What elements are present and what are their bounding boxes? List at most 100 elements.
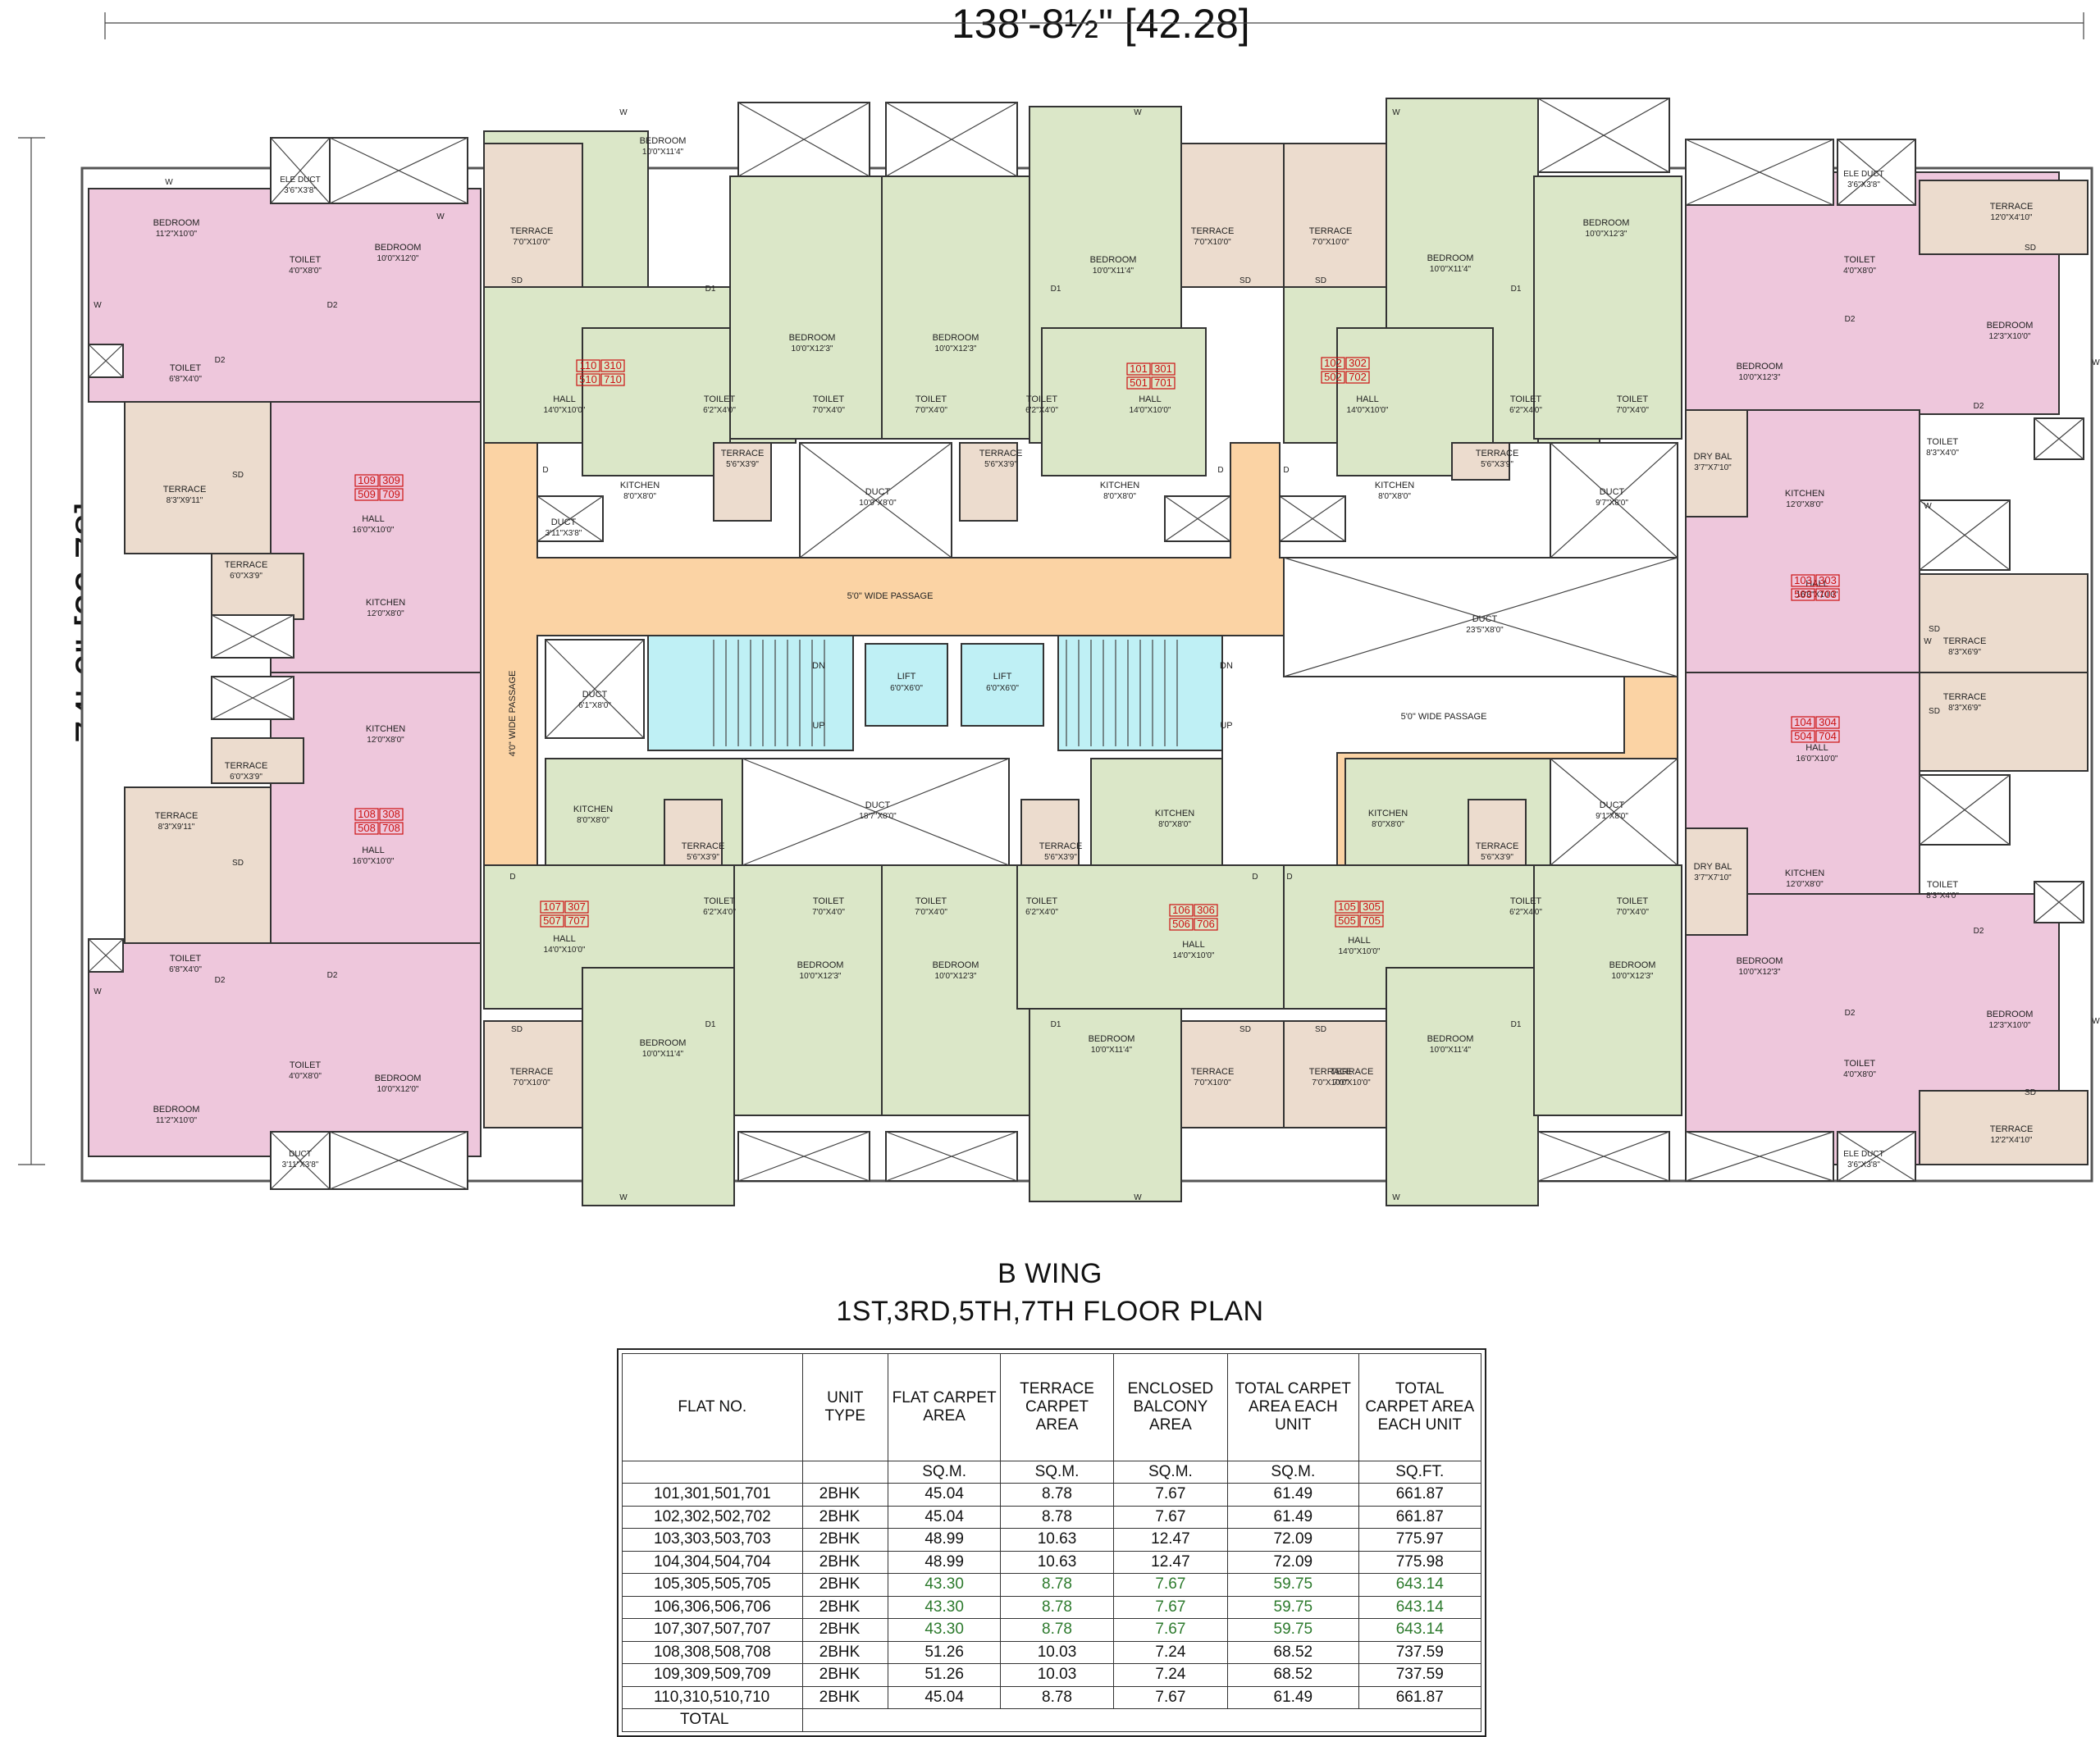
unit-number-label: 103 xyxy=(1794,574,1812,586)
room-name-label: TOILET xyxy=(170,954,202,964)
unit-number-box xyxy=(1169,918,1194,931)
room-dim-label: 8'3"X9'11" xyxy=(158,823,195,832)
unit-number-label: 709 xyxy=(382,488,400,500)
terrace-right-bottom xyxy=(1919,1090,2089,1165)
room-name-label: TERRACE xyxy=(510,226,554,236)
unit-number-label: 307 xyxy=(568,900,586,913)
room-dim-label: 10'0"X11'4" xyxy=(1093,267,1134,276)
plan-mark-label: D2 xyxy=(1974,402,1984,411)
room-name-label: BEDROOM xyxy=(933,960,979,970)
unit-number-label: 702 xyxy=(1349,371,1367,383)
col-terrace-carpet: TERRACE CARPET AREA xyxy=(1000,1353,1114,1461)
table-cell: 12.47 xyxy=(1112,1528,1229,1552)
dry-bal-right-2 xyxy=(1685,827,1748,936)
table-cell: 72.09 xyxy=(1227,1528,1359,1552)
terrace-110 xyxy=(483,143,583,288)
unit-number-label: 505 xyxy=(1338,914,1356,927)
hall-106-zone xyxy=(1016,864,1289,1010)
unit-number-box xyxy=(540,914,564,928)
room-dim-label: 7'0"X10'0" xyxy=(1333,1078,1371,1087)
plan-line xyxy=(88,938,124,973)
terrace-small-107 xyxy=(664,799,723,866)
plan-mark-label: D xyxy=(1217,466,1223,475)
room-dim-label: 10'0"X11'4" xyxy=(1430,265,1472,274)
plan-line xyxy=(1685,1131,1834,1182)
room-dim-label: 9'1"X8'0" xyxy=(1596,812,1628,821)
plan-mark-label: W xyxy=(1924,502,1932,511)
unit-number-box xyxy=(1321,371,1345,384)
room-dim-label: 12'0"X4'10" xyxy=(1991,213,2033,222)
room-name-label: TOILET xyxy=(1510,394,1542,404)
table-cell: 102,302,502,702 xyxy=(622,1505,803,1529)
unit-number-box xyxy=(1151,376,1176,390)
plan-line xyxy=(885,102,1018,177)
room-name-label: TERRACE xyxy=(1990,1124,2034,1134)
table-cell: 7.67 xyxy=(1112,1618,1229,1642)
room-dim-label: 8'3"X6'9" xyxy=(1948,704,1981,713)
up-label: UP xyxy=(812,721,824,731)
col-total-sqm: TOTAL CARPET AREA EACH UNIT xyxy=(1227,1353,1359,1461)
room-dim-label: 23'5"X8'0" xyxy=(1466,626,1504,635)
plan-line xyxy=(799,442,952,558)
room-name-label: TERRACE xyxy=(721,449,765,458)
unit-number-label: 706 xyxy=(1197,918,1215,930)
plan-mark-label: SD xyxy=(1239,1025,1251,1034)
room-name-label: KITCHEN xyxy=(1100,481,1139,490)
plan-line xyxy=(1919,499,2011,571)
unit-cell: SQ.FT. xyxy=(1358,1461,1482,1484)
room-dim-label: 12'3"X10'0" xyxy=(1989,1021,2031,1030)
unit-number-label: 107 xyxy=(543,900,561,913)
room-dim-label: 7'0"X10'0" xyxy=(513,1078,550,1087)
table-cell: 7.24 xyxy=(1112,1663,1229,1687)
room-dim-label: 10'0"X12'3" xyxy=(935,344,977,353)
unit-number-label: 507 xyxy=(543,914,561,927)
room-dim-label: 10'0"X12'3" xyxy=(1586,230,1628,239)
unit-number-box xyxy=(1815,730,1840,743)
room-dim-label: 12'0"X8'0" xyxy=(1786,880,1824,889)
room-name-label: BEDROOM xyxy=(1090,255,1137,265)
room-name-label: KITCHEN xyxy=(1155,809,1194,818)
total-label: TOTAL xyxy=(622,1708,803,1732)
unit-number-label: 504 xyxy=(1794,730,1812,742)
room-dim-label: 3'7"X7'10" xyxy=(1694,873,1732,882)
unit-number-box xyxy=(564,914,589,928)
plan-line xyxy=(270,137,331,204)
room-name-label: TERRACE xyxy=(1943,692,1987,702)
terrace-small-110 xyxy=(713,442,772,522)
room-dim-label: 9'7"X8'0" xyxy=(1596,499,1628,508)
room-dim-label: 8'3"X4'0" xyxy=(1926,891,1959,900)
table-cell: 103,303,503,703 xyxy=(622,1528,803,1552)
plan-mark-label: D2 xyxy=(215,976,226,985)
table-cell: 43.30 xyxy=(887,1618,1002,1642)
table-cell: 48.99 xyxy=(887,1528,1002,1552)
plan-mark-label: D xyxy=(542,466,548,475)
room-name-label: TERRACE xyxy=(682,841,725,851)
room-name-label: TOILET xyxy=(704,394,736,404)
unit-number-box xyxy=(1126,376,1151,390)
plan-mark-label: D2 xyxy=(327,971,338,980)
plan-mark-label: D1 xyxy=(705,1020,716,1029)
table-cell: 8.78 xyxy=(1000,1618,1114,1642)
room-dim-label: 10'9"X8'0" xyxy=(859,499,897,508)
room-dim-label: 10'0"X11'4" xyxy=(642,148,684,157)
table-cell: 59.75 xyxy=(1227,1595,1359,1619)
room-dim-label: 3'6"X3'8" xyxy=(284,186,317,195)
plan-mark-label: W xyxy=(2092,358,2100,367)
plan-mark-label: SD xyxy=(1929,625,1940,634)
room-dim-label: 7'0"X10'0" xyxy=(1312,1078,1349,1087)
table-cell: 661.87 xyxy=(1358,1685,1482,1709)
room-name-label: TOILET xyxy=(1927,880,1959,890)
room-dim-label: 5'6"X3'9" xyxy=(1044,853,1077,862)
room-dim-label: 6'2"X4'0" xyxy=(1025,406,1058,415)
plan-mark-label: W xyxy=(619,1193,628,1202)
bedroom2-110-zone xyxy=(729,176,883,440)
plan-mark-label: D1 xyxy=(1051,285,1061,294)
plan-mark-label: D2 xyxy=(215,356,226,365)
room-dim-label: 10'0"X12'3" xyxy=(800,972,842,981)
room-dim-label: 3'6"X3'8" xyxy=(1847,1160,1880,1169)
room-dim-label: 6'2"X4'0" xyxy=(1025,908,1058,917)
room-name-label: BEDROOM xyxy=(1583,218,1630,228)
table-cell: 10.63 xyxy=(1000,1550,1114,1574)
